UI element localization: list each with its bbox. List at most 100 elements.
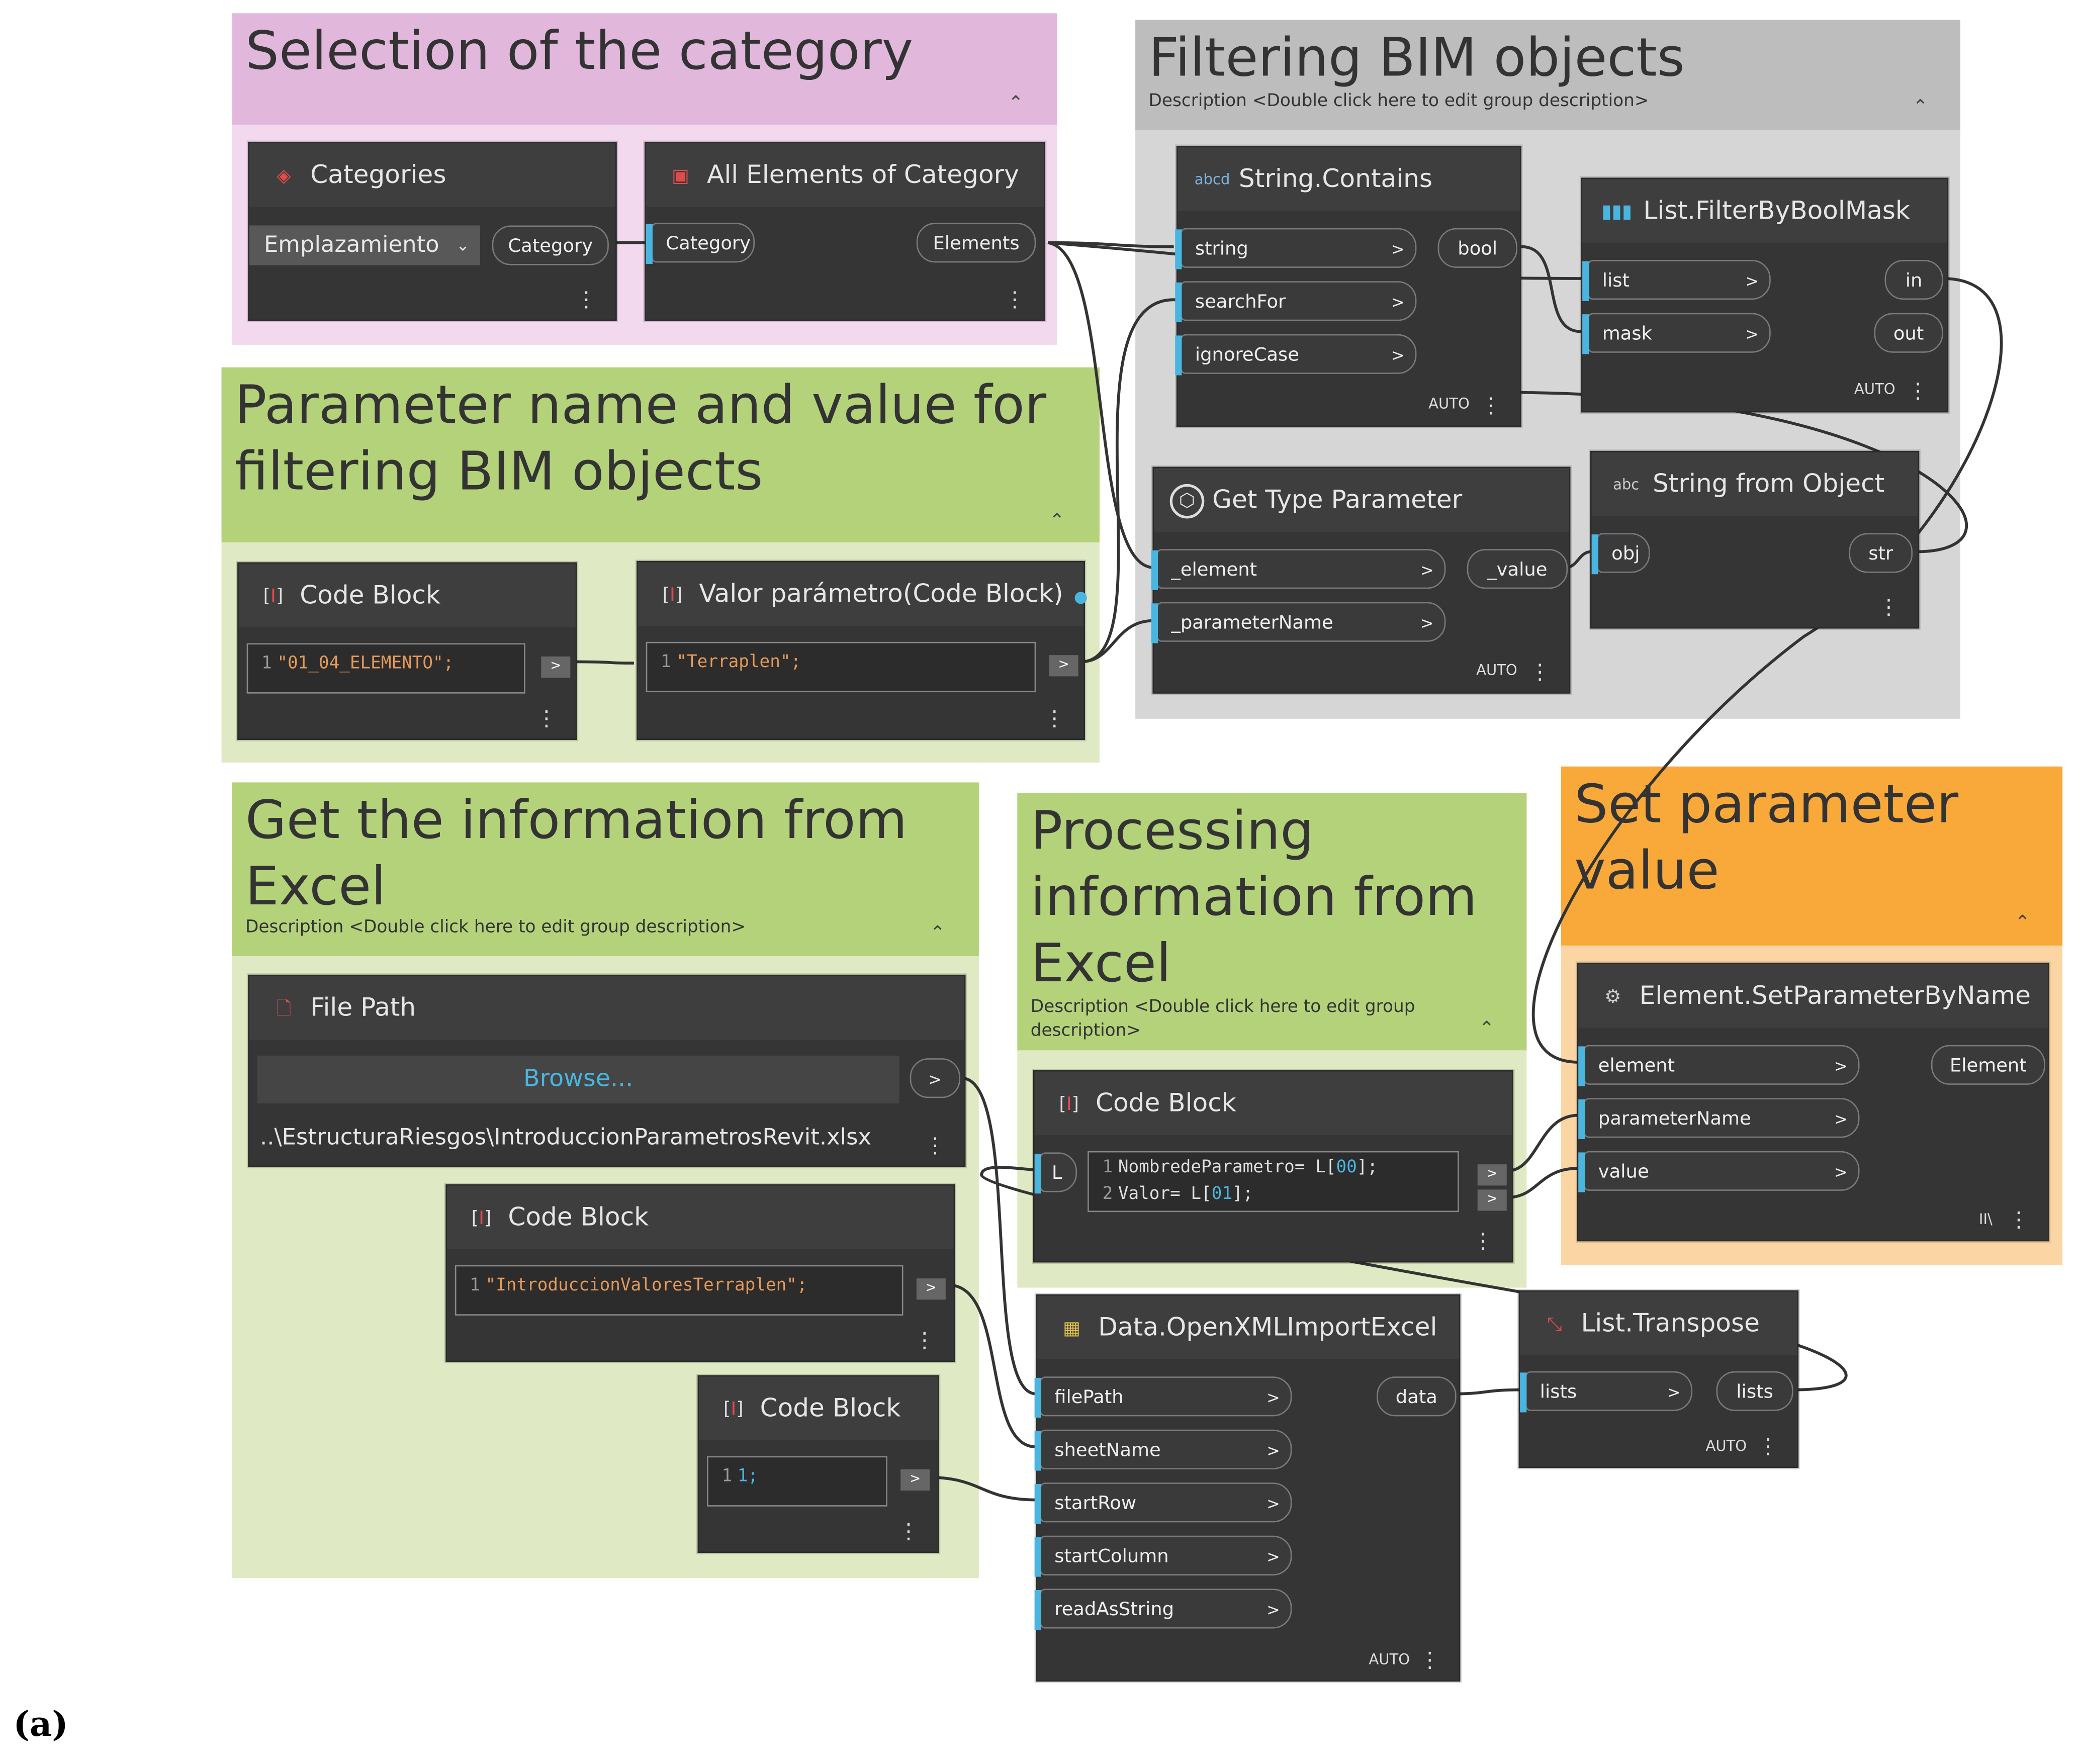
node-title: Code Block <box>760 1394 901 1423</box>
node-get-type-parameter[interactable]: ⬡Get Type Parameter _element> _parameter… <box>1151 467 1571 694</box>
node-code-block-element-name[interactable]: [I]Code Block 1"01_04_ELEMENTO"; > ⋮ <box>237 562 577 740</box>
input-port-parameter-name[interactable]: _parameterName> <box>1151 602 1446 643</box>
node-data-open-xml-import-excel[interactable]: ▦Data.OpenXMLImportExcel filePath> sheet… <box>1034 1294 1461 1682</box>
node-element-set-parameter-by-name[interactable]: ⚙Element.SetParameterByName element> par… <box>1577 963 2049 1242</box>
output-port-bool[interactable]: bool <box>1437 228 1517 268</box>
lacing-label: AUTO <box>1428 395 1470 413</box>
code-block-icon: [I] <box>471 1207 492 1229</box>
output-arrow-nombre[interactable]: > <box>1477 1164 1507 1186</box>
code-editor[interactable]: 1"Terraplen"; <box>646 641 1036 693</box>
wire-valor-to-value <box>1506 1167 1579 1199</box>
wire-valor-to-search-for <box>1080 298 1174 664</box>
output-port-out[interactable]: out <box>1874 313 1943 353</box>
node-menu-icon[interactable]: ⋮ <box>2008 1206 2030 1232</box>
node-title: Code Block <box>1095 1088 1236 1118</box>
node-menu-icon[interactable]: ⋮ <box>1480 392 1502 418</box>
output-port-str[interactable]: str <box>1849 533 1913 573</box>
node-menu-icon[interactable]: ⋮ <box>1419 1647 1440 1673</box>
input-port-string[interactable]: string> <box>1175 228 1417 269</box>
code-block-icon: [I] <box>263 585 284 607</box>
output-arrow[interactable]: > <box>900 1469 930 1491</box>
node-menu-icon[interactable]: ⋮ <box>1044 705 1065 731</box>
input-port-element[interactable]: _element> <box>1151 549 1446 590</box>
node-menu-icon[interactable]: ⋮ <box>1907 378 1929 403</box>
figure-caption: (a) <box>13 1705 68 1745</box>
input-port-parameter-name[interactable]: parameterName> <box>1578 1098 1860 1140</box>
code-text: "Terraplen"; <box>676 652 801 673</box>
wire-filepath-to-import <box>961 1076 1036 1396</box>
transpose-icon: ⤡ <box>1547 1313 1562 1335</box>
output-arrow[interactable]: > <box>541 656 571 678</box>
output-arrow[interactable]: > <box>1049 655 1078 677</box>
node-menu-icon[interactable]: ⋮ <box>897 1518 920 1544</box>
input-port-list[interactable]: list> <box>1582 260 1771 301</box>
input-port-start-row[interactable]: startRow> <box>1034 1482 1292 1524</box>
output-arrow-valor[interactable]: > <box>1477 1189 1507 1211</box>
code-editor[interactable]: 1"IntroduccionValoresTerraplen"; <box>455 1265 903 1316</box>
input-port-file-path[interactable]: filePath> <box>1034 1376 1292 1418</box>
output-arrow[interactable]: > <box>916 1278 946 1300</box>
node-menu-icon[interactable]: ⋮ <box>1529 659 1551 685</box>
node-menu-icon[interactable]: ⋮ <box>1004 286 1026 312</box>
node-menu-icon[interactable]: ⋮ <box>575 286 597 312</box>
output-port-category[interactable]: Category <box>492 225 609 265</box>
node-menu-icon[interactable]: ⋮ <box>924 1132 946 1158</box>
node-menu-icon[interactable]: ⋮ <box>535 705 557 731</box>
input-port-l[interactable]: L <box>1034 1152 1077 1194</box>
input-port-lists[interactable]: lists> <box>1520 1371 1693 1413</box>
output-port-elements[interactable]: Elements <box>916 223 1036 263</box>
input-port-read-as-string[interactable]: readAsString> <box>1034 1589 1292 1630</box>
node-valor-parametro-code-block[interactable]: [I]Valor parámetro(Code Block)● 1"Terrap… <box>637 561 1088 740</box>
collapse-chevron-icon[interactable]: ⌃ <box>930 923 946 945</box>
input-port-search-for[interactable]: searchFor> <box>1175 281 1417 323</box>
code-editor[interactable]: 1"01_04_ELEMENTO"; <box>246 643 525 694</box>
output-port-element[interactable]: Element <box>1931 1045 2045 1085</box>
all-elements-icon: ▣ <box>671 165 689 187</box>
category-dropdown[interactable]: Emplazamiento ⌄ <box>249 225 480 265</box>
output-port-data[interactable]: data <box>1377 1376 1457 1417</box>
collapse-chevron-icon[interactable]: ⌃ <box>1008 92 1024 114</box>
collapse-chevron-icon[interactable]: ⌃ <box>1479 1018 1495 1040</box>
node-file-path[interactable]: 🗋File Path Browse... > ..\EstructuraRies… <box>248 974 966 1167</box>
group-description: Description <Double click here to edit g… <box>245 917 746 938</box>
input-port-category[interactable]: Category <box>646 223 755 264</box>
output-port-path[interactable]: > <box>910 1058 960 1098</box>
node-code-block-sheet-name[interactable]: [I]Code Block 1"IntroduccionValoresTerra… <box>445 1184 955 1362</box>
input-port-start-column[interactable]: startColumn> <box>1034 1535 1292 1577</box>
node-all-elements-of-category[interactable]: ▣All Elements of Category Category Eleme… <box>645 142 1045 321</box>
collapse-chevron-icon[interactable]: ⌃ <box>2015 912 2031 934</box>
output-port-lists[interactable]: lists <box>1716 1371 1793 1411</box>
collapse-chevron-icon[interactable]: ⌃ <box>1912 97 1928 118</box>
output-port-value[interactable]: _value <box>1467 549 1568 589</box>
node-title: Get Type Parameter <box>1212 485 1463 515</box>
group-title-line-2: Excel <box>245 857 386 918</box>
node-list-transpose[interactable]: ⤡List.Transpose lists> lists AUTO ⋮ <box>1518 1290 1799 1468</box>
node-menu-icon[interactable]: ⋮ <box>914 1327 935 1353</box>
input-port-obj[interactable]: obj <box>1591 533 1650 575</box>
output-port-in[interactable]: in <box>1884 260 1943 300</box>
code-block-icon: [I] <box>1059 1093 1079 1115</box>
group-title-line-3: Excel <box>1030 934 1171 995</box>
input-port-sheet-name[interactable]: sheetName> <box>1034 1429 1292 1471</box>
node-menu-icon[interactable]: ⋮ <box>1472 1228 1494 1253</box>
node-menu-icon[interactable]: ⋮ <box>1757 1433 1779 1459</box>
input-port-mask[interactable]: mask> <box>1582 313 1771 354</box>
node-menu-icon[interactable]: ⋮ <box>1878 594 1900 619</box>
input-port-ignore-case[interactable]: ignoreCase> <box>1175 334 1417 376</box>
browse-button[interactable]: Browse... <box>257 1055 899 1103</box>
group-description: Description <Double click here to edit g… <box>1148 91 1649 112</box>
input-port-value[interactable]: value> <box>1578 1151 1860 1192</box>
node-list-filter-by-bool-mask[interactable]: ▮▮▮List.FilterByBoolMask list> mask> in … <box>1581 177 1949 413</box>
group-description-line-1: Description <Double click here to edit g… <box>1030 997 1415 1017</box>
wire-code3-to-startrow <box>928 1475 1036 1502</box>
collapse-chevron-icon[interactable]: ⌃ <box>1049 510 1065 532</box>
input-port-element[interactable]: element> <box>1578 1045 1860 1086</box>
node-categories[interactable]: ◈Categories Emplazamiento ⌄ Category ⋮ <box>248 142 617 321</box>
